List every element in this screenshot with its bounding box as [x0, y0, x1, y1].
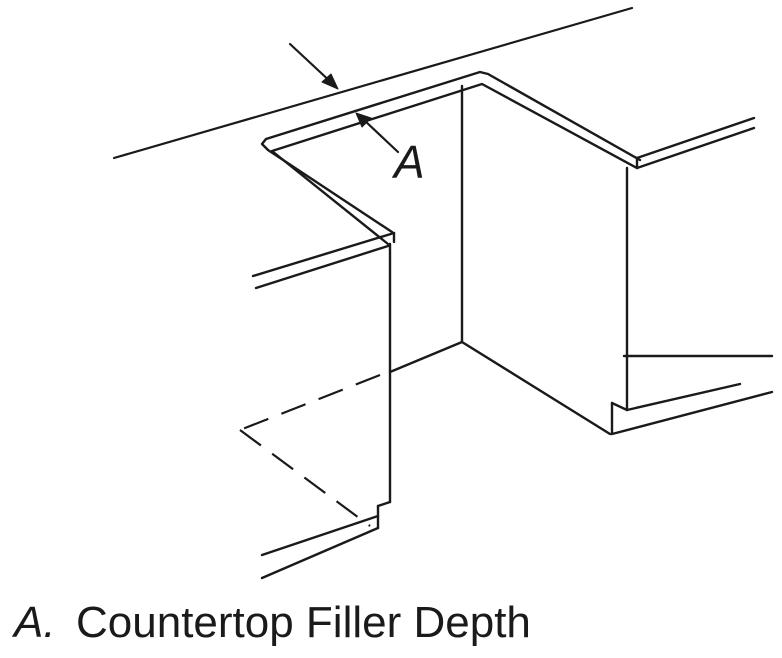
- left-cabinet-base-bottom: [260, 526, 380, 580]
- wall-line: [112, 6, 634, 160]
- right-cabinet-base-bottom: [610, 390, 774, 436]
- dimension-arrow-a: [355, 112, 400, 154]
- figure-caption: A. Countertop Filler Depth: [14, 598, 531, 648]
- right-countertop-top: [635, 116, 756, 160]
- caption-letter: A.: [14, 598, 56, 647]
- opening-floor-back: [388, 340, 464, 374]
- hidden-floor-edge-1: [239, 373, 381, 432]
- right-cabinet-toe: [610, 401, 629, 412]
- caption-text: Countertop Filler Depth: [76, 598, 531, 647]
- left-cabinet-base-top: [260, 514, 380, 557]
- dimension-arrow-top: [288, 42, 339, 90]
- right-countertop-bottom: [635, 126, 756, 170]
- left-cabinet-toe: [376, 500, 392, 508]
- countertop-front-edge: [260, 70, 642, 234]
- countertop-inner-edge: [270, 82, 639, 246]
- right-cabinet-base-top: [625, 382, 742, 412]
- hidden-floor-edge-2: [239, 429, 371, 527]
- opening-floor-right: [460, 340, 612, 436]
- left-countertop-top: [251, 231, 396, 278]
- left-countertop-bottom: [254, 244, 390, 290]
- callout-label-a: A: [391, 136, 425, 188]
